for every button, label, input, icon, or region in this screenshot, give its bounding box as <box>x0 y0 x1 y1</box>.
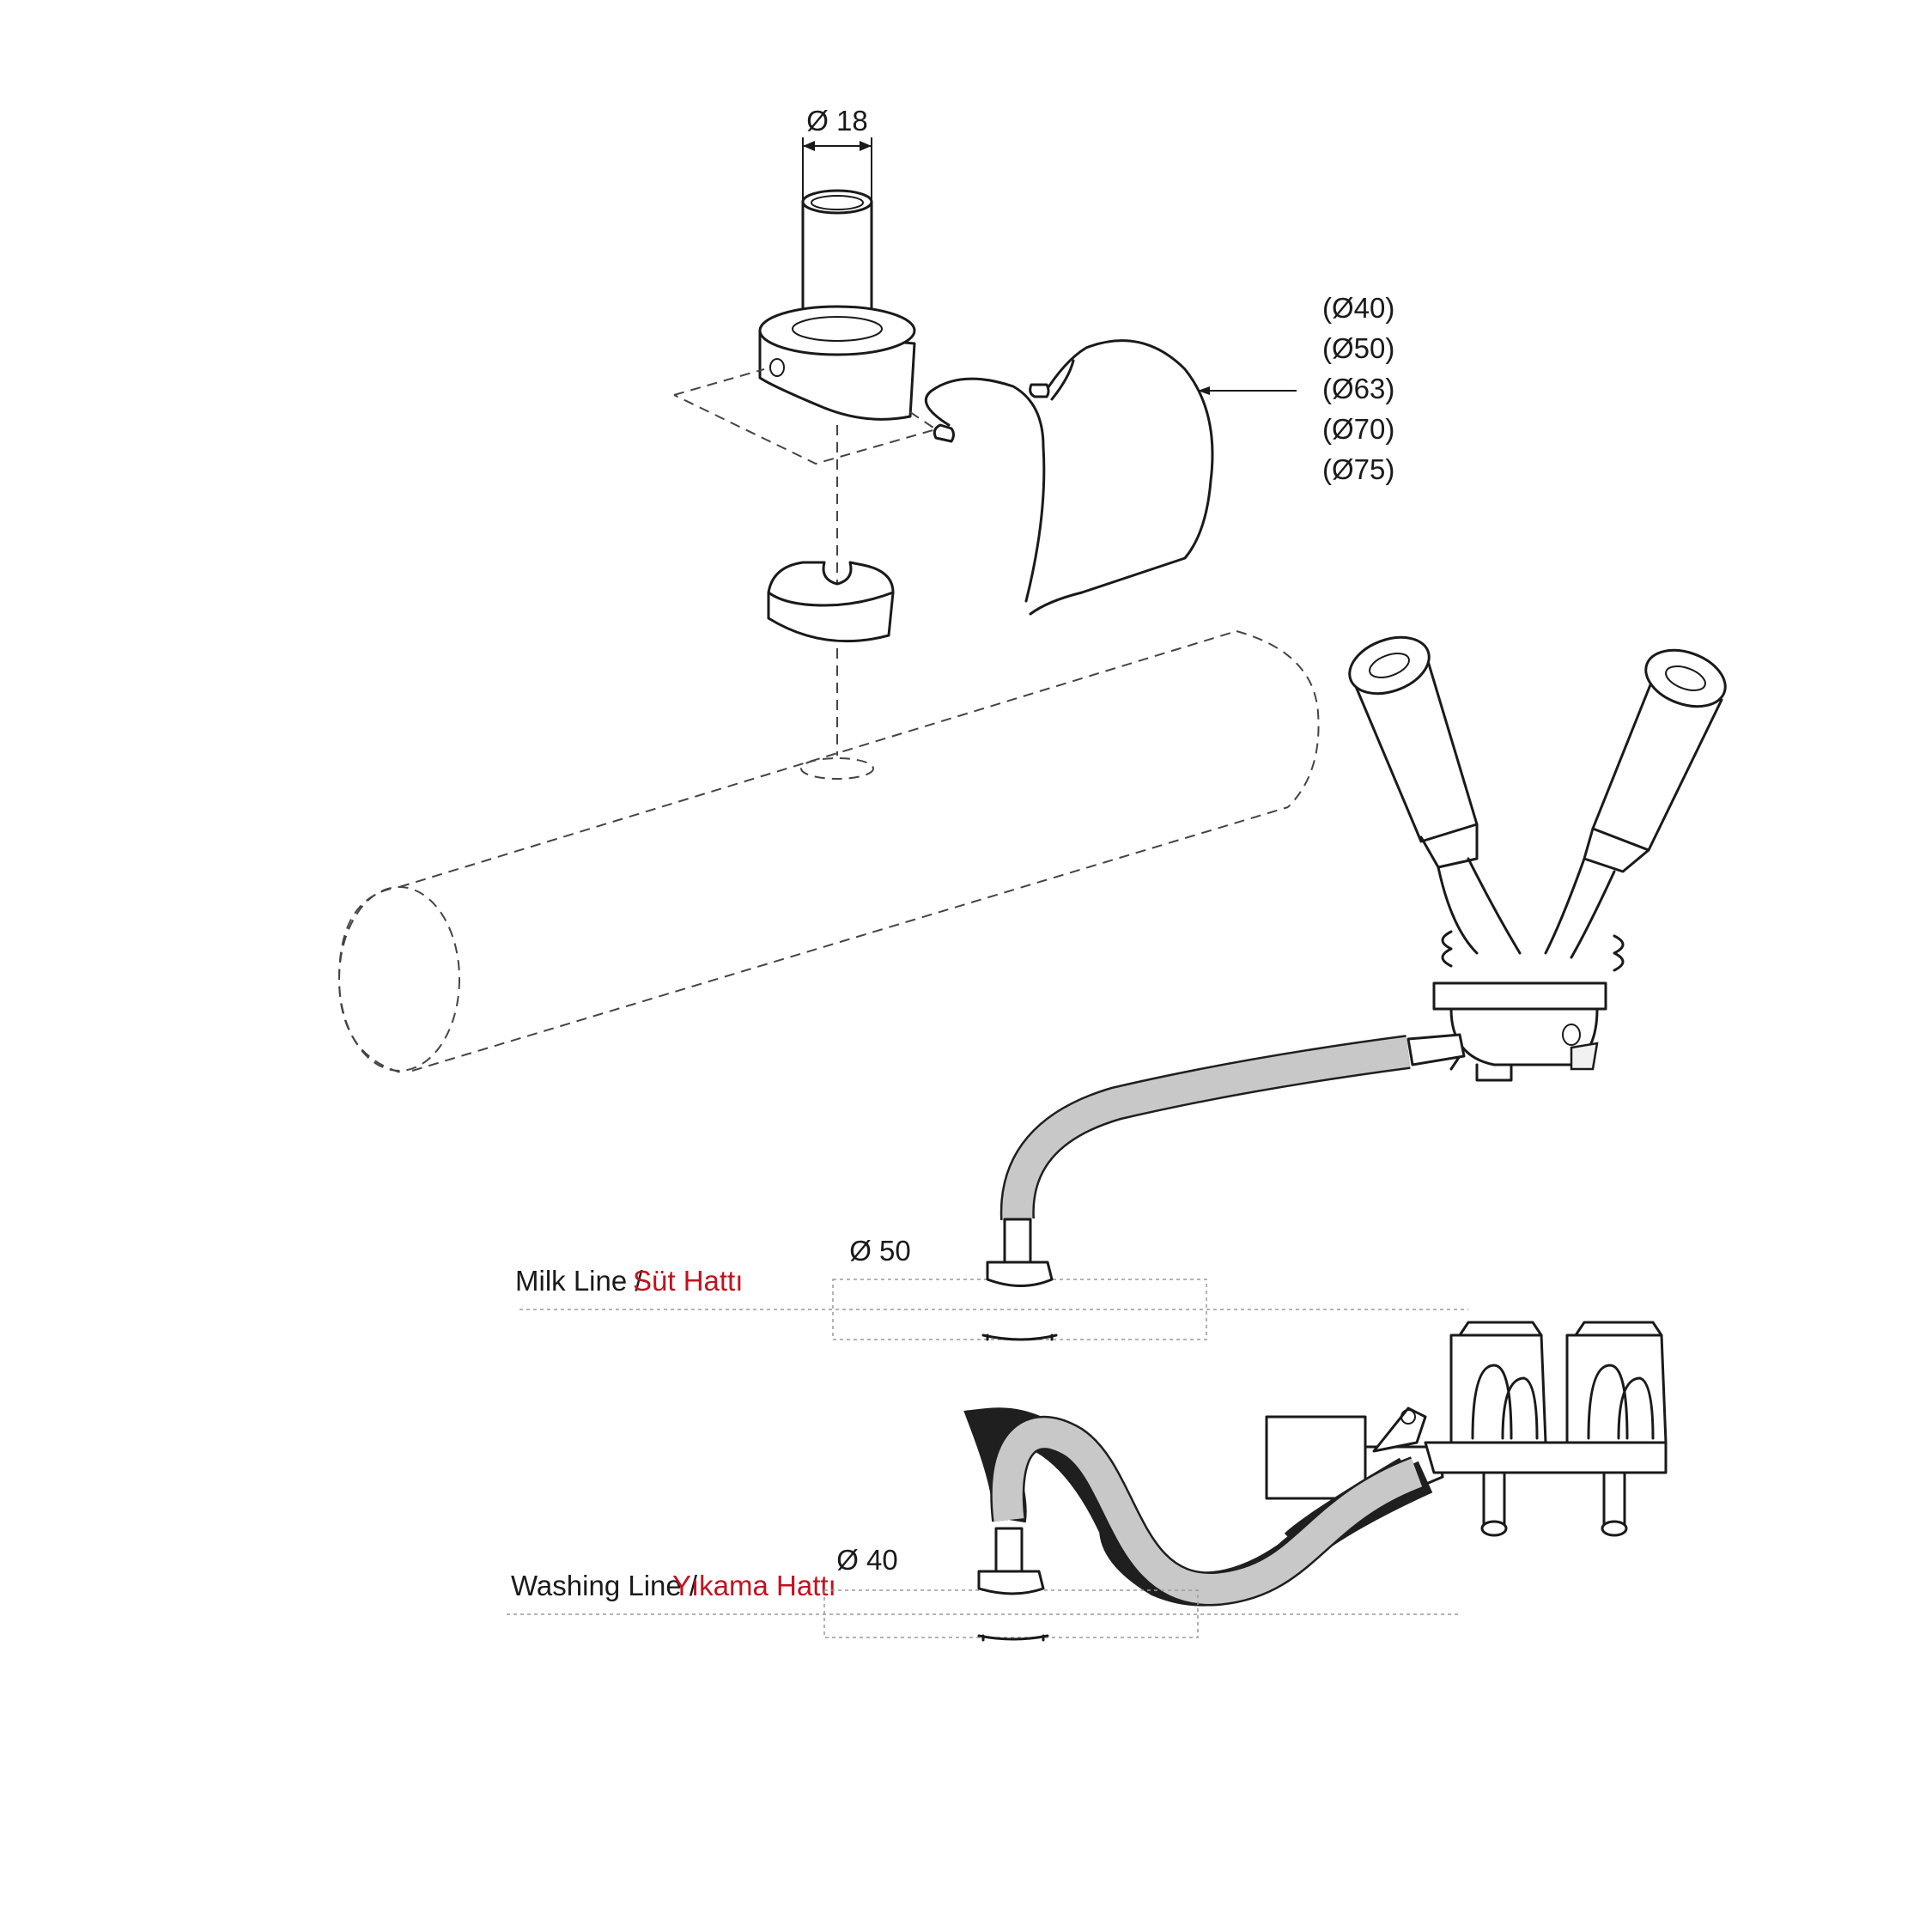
milk-saddle <box>986 1261 1054 1287</box>
clamp-wire-right <box>1029 339 1214 616</box>
clamp-size-50: (Ø50) <box>1322 332 1394 364</box>
nipple-assembly: Ø 18 <box>673 105 939 780</box>
jetter-cup-right <box>1565 1334 1668 1444</box>
claw-top-plate <box>1432 981 1607 1011</box>
washing-line-label-en: Washing Line / <box>511 1570 698 1601</box>
milking-claw <box>1348 635 1727 1082</box>
jetter-base-plate <box>1424 1441 1668 1474</box>
wash-saddle <box>977 1570 1045 1595</box>
seating-plane <box>673 368 939 465</box>
milk-line-diameter: Ø 50 <box>849 1235 911 1267</box>
milk-line-label-tr: Süt Hattı <box>633 1265 743 1297</box>
jetter-bracket <box>1265 1415 1367 1500</box>
washing-line-section: Washing Line / Yıkama Hattı Ø 40 <box>507 1527 1460 1642</box>
clamp-wire <box>924 339 1297 616</box>
clamp-wire-left <box>924 377 1046 603</box>
clamp-size-40: (Ø40) <box>1322 292 1394 324</box>
washing-line-diameter: Ø 40 <box>836 1544 898 1576</box>
pipe-outline <box>337 630 1320 1074</box>
pipe-bottom-edge <box>411 806 1289 1072</box>
milk-line-label-en: Milk Line / <box>515 1265 643 1297</box>
wash-hose-fill <box>990 1415 1424 1607</box>
pipe-hole <box>800 757 874 780</box>
pipe-far-end <box>1236 630 1320 808</box>
jetter-bolt-right <box>1602 1471 1626 1526</box>
jetter-bolt-left <box>1482 1471 1506 1526</box>
wash-jetter <box>1265 1321 1668 1537</box>
clamp-size-63: (Ø63) <box>1322 373 1394 404</box>
milk-line-section: Milk Line / Süt Hattı Ø 50 <box>515 1218 1468 1341</box>
jetter-lever <box>1372 1406 1427 1453</box>
clamp-size-list: (Ø40) (Ø50) (Ø63) (Ø70) (Ø75) <box>1322 292 1394 485</box>
milk-inlet-nipple <box>1003 1218 1032 1264</box>
claw-outlet <box>1406 1033 1466 1066</box>
clamp-size-70: (Ø70) <box>1322 413 1394 445</box>
wash-inlet-nipple <box>994 1527 1024 1573</box>
pipe-top-edge <box>398 630 1237 888</box>
clamp-size-75: (Ø75) <box>1322 453 1394 485</box>
nipple-diameter-label: Ø 18 <box>806 105 868 137</box>
milk-hose <box>999 1035 1411 1220</box>
milk-line-pipe <box>832 1279 1207 1340</box>
washing-line-label-tr: Yıkama Hattı <box>672 1570 836 1601</box>
saddle-pin-hole <box>769 358 785 377</box>
